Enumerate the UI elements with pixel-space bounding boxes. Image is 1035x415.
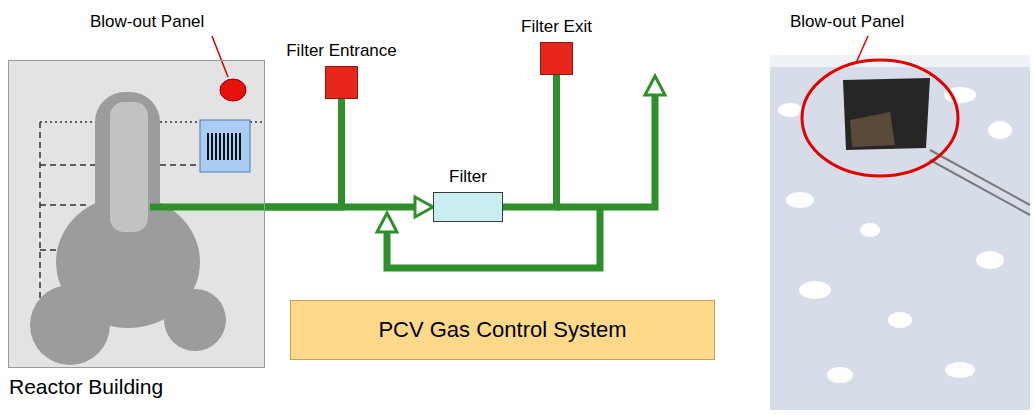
pipe-connector: [503, 75, 557, 207]
system-title-box: PCV Gas Control System: [290, 300, 715, 360]
rack: [219, 133, 221, 160]
ladder: [930, 150, 1030, 205]
filter-exit-monitor: Filter Exit: [540, 42, 573, 75]
leader-line: [212, 36, 228, 77]
blowout-marker: [220, 79, 246, 101]
wall-patch: [976, 251, 1004, 269]
opening-interior: [850, 112, 895, 147]
rack: [215, 133, 217, 160]
blowout-label: Blow-out Panel: [90, 12, 204, 32]
reactor-vessel: [110, 102, 148, 232]
outlet-arrow: [645, 76, 665, 95]
highlight-ellipse: [802, 60, 958, 176]
node-text: Filter: [449, 167, 487, 187]
wall-patch: [888, 312, 912, 328]
torus-left: [30, 285, 110, 365]
rack: [207, 133, 209, 160]
wall-patch: [988, 121, 1012, 139]
pipe-line: [265, 99, 342, 207]
filter-entrance-monitor: Filter Entrance: [325, 66, 358, 99]
reactor-building: Reactor Building: [8, 60, 265, 368]
wall-patch: [945, 362, 975, 378]
building-fill: [8, 60, 265, 368]
rack: [239, 133, 241, 160]
node-text: Filter Entrance: [286, 41, 397, 61]
rack: [227, 133, 229, 160]
rack: [231, 133, 233, 160]
building-photo: [770, 36, 1030, 410]
panel-opening: [843, 78, 930, 150]
filter-box: Filter: [433, 192, 503, 222]
leader-line: [856, 36, 868, 63]
wall-patch: [799, 281, 831, 299]
fuel-pool: [200, 120, 250, 172]
floor-line: [40, 204, 90, 206]
rack: [211, 133, 213, 160]
bypass-arrow: [377, 213, 397, 232]
rack: [223, 133, 225, 160]
pipe-inner: [150, 204, 265, 211]
pipe-connector: [265, 99, 342, 207]
containment-vessel: [30, 92, 226, 365]
pipe-line: [503, 75, 557, 207]
node-text: Reactor Building: [9, 375, 163, 399]
arrow-head: [415, 197, 433, 217]
node-text: PCV Gas Control System: [378, 317, 626, 342]
photo-wall: [770, 55, 1030, 410]
fuel-racks: [208, 133, 240, 160]
ladder: [930, 160, 1030, 215]
outlet-pipe: [556, 95, 655, 207]
wall-patch: [860, 223, 880, 237]
wall-patch: [786, 192, 814, 208]
blowout-label: Blow-out Panel: [790, 12, 904, 32]
wall-patch: [827, 367, 853, 383]
torus-right: [164, 289, 226, 351]
wall-patch: [778, 103, 802, 117]
rack: [235, 133, 237, 160]
node-text: Filter Exit: [521, 17, 592, 37]
